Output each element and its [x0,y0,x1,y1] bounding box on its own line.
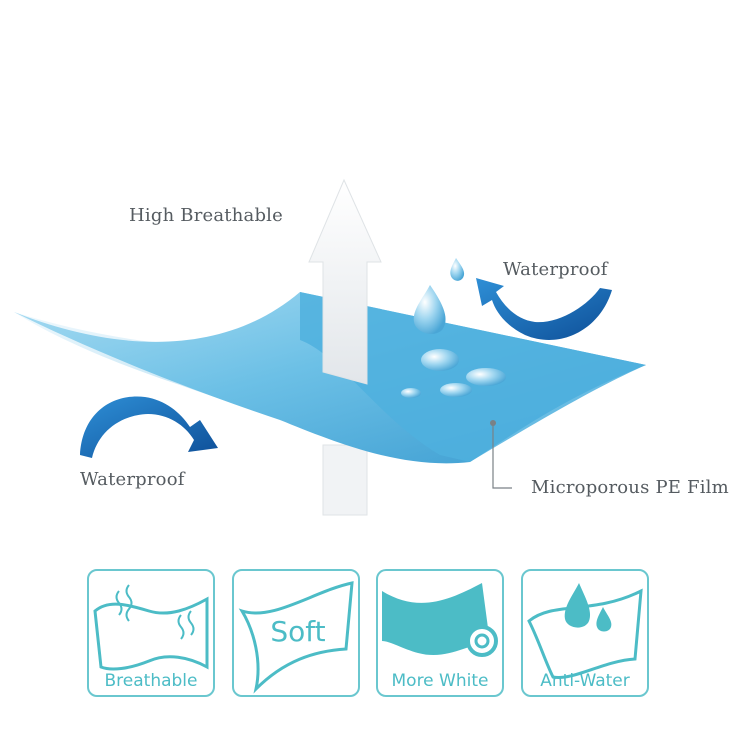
waterproof-arrow-left [80,396,218,458]
feature-label: More White [391,671,489,691]
water-drop-icon [527,583,643,680]
breathable-icon [93,584,209,671]
feature-more-white: More White [376,569,504,697]
feature-label: Anti-Water [540,671,630,691]
feature-soft: Soft [232,569,360,697]
film-label: Microporous PE Film [531,477,729,498]
breathable-arrow-lower [322,444,368,516]
breathable-arrow [308,178,382,385]
waterproof-label-left: Waterproof [80,469,185,490]
waterproof-arrow-right [476,278,612,340]
high-breathable-label: High Breathable [129,205,283,226]
film-leader [490,420,512,489]
waterproof-label-top: Waterproof [503,259,608,280]
feature-anti-water: Anti-Water [521,569,649,697]
feature-label: Soft [270,615,326,648]
soft-icon [238,581,354,694]
roll-icon [382,583,498,657]
feature-breathable: Breathable [87,569,215,697]
feature-label: Breathable [104,671,198,691]
water-drops [401,258,506,398]
